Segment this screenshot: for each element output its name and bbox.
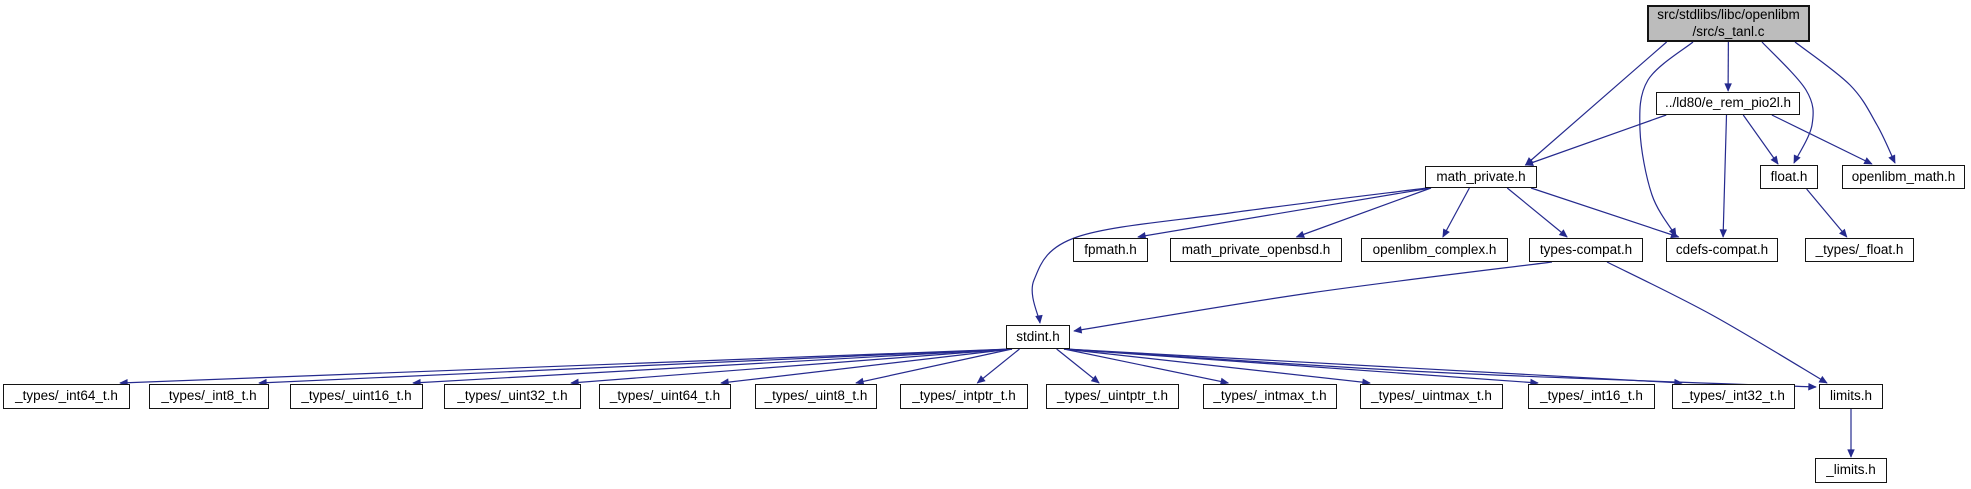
node-label: _types/_uint8_t.h — [764, 388, 868, 404]
node-int32[interactable]: _types/_int32_t.h — [1672, 384, 1795, 409]
node-label: _types/_int64_t.h — [15, 388, 118, 404]
edge-stdint-uintmax — [1063, 348, 1371, 386]
node-label: _types/_intmax_t.h — [1213, 388, 1327, 404]
edge-stdint-uint16 — [412, 348, 1013, 387]
node-label: _types/_int8_t.h — [161, 388, 257, 404]
edge-math_private-openlibm_complex — [1442, 187, 1470, 238]
edge-e_rem_pio2l-cdefs_compat — [1719, 114, 1728, 238]
edge-types_compat-stdint — [1073, 261, 1553, 334]
node-uint16[interactable]: _types/_uint16_t.h — [290, 384, 423, 409]
edge-e_rem_pio2l-math_private — [1524, 114, 1667, 166]
node-label: ../ld80/e_rem_pio2l.h — [1664, 95, 1792, 111]
node-uint32[interactable]: _types/_uint32_t.h — [444, 384, 581, 409]
node-label: float.h — [1770, 168, 1808, 184]
edge-stdint-intptr — [976, 348, 1020, 384]
edge-math_private-mp_openbsd — [1295, 187, 1432, 238]
node-uint8[interactable]: _types/_uint8_t.h — [755, 384, 877, 409]
node-s_tanl: src/stdlibs/libc/openlibm /src/s_tanl.c — [1647, 5, 1810, 42]
edge-e_rem_pio2l-openlibm_math — [1771, 114, 1873, 165]
node-label: _types/_int32_t.h — [1682, 388, 1785, 404]
node-label: _types/_uint64_t.h — [609, 388, 721, 404]
edge-float_h-types_float — [1806, 188, 1848, 238]
edge-e_rem_pio2l-float_h — [1742, 114, 1779, 165]
node-label: stdint.h — [1016, 328, 1060, 344]
node-openlibm_math[interactable]: openlibm_math.h — [1842, 165, 1965, 189]
node-uintmax[interactable]: _types/_uintmax_t.h — [1360, 384, 1503, 409]
node-openlibm_complex[interactable]: openlibm_complex.h — [1361, 238, 1508, 262]
node-label: math_private.h — [1436, 168, 1526, 184]
node-stdint[interactable]: stdint.h — [1006, 325, 1070, 349]
edge-s_tanl-openlibm_math — [1794, 41, 1896, 164]
edge-math_private-fpmath — [1137, 187, 1432, 240]
node-label: _types/_intptr_t.h — [912, 388, 1016, 404]
node-label: _types/_uint32_t.h — [457, 388, 568, 404]
node-label: cdefs-compat.h — [1675, 241, 1769, 257]
edge-s_tanl-math_private — [1524, 41, 1668, 166]
node-types_compat[interactable]: types-compat.h — [1529, 238, 1643, 262]
node-uint64[interactable]: _types/_uint64_t.h — [599, 384, 731, 409]
node-cdefs_compat[interactable]: cdefs-compat.h — [1666, 238, 1778, 262]
node-label: _types/_uintptr_t.h — [1056, 388, 1169, 404]
node-label: _types/_uintmax_t.h — [1371, 388, 1492, 404]
node-label: fpmath.h — [1084, 241, 1137, 257]
node-mp_openbsd[interactable]: math_private_openbsd.h — [1170, 238, 1342, 262]
node-intmax[interactable]: _types/_intmax_t.h — [1203, 384, 1337, 409]
node-fpmath[interactable]: fpmath.h — [1073, 238, 1148, 262]
node-label: math_private_openbsd.h — [1181, 241, 1331, 257]
edge-stdint-limits — [1065, 348, 1817, 391]
edge-math_private-stdint — [1031, 187, 1428, 324]
node-int8[interactable]: _types/_int8_t.h — [149, 384, 269, 409]
edge-stdint-int32 — [1063, 348, 1683, 387]
node-label: openlibm_math.h — [1851, 168, 1956, 184]
edge-stdint-int8 — [258, 348, 1013, 387]
node-intptr[interactable]: _types/_intptr_t.h — [900, 384, 1028, 409]
node-label: types-compat.h — [1539, 241, 1633, 257]
node-label: limits.h — [1829, 388, 1872, 404]
edge-s_tanl-cdefs_compat — [1639, 41, 1694, 237]
node-limits[interactable]: limits.h — [1819, 384, 1883, 409]
node-label: _types/_float.h — [1815, 241, 1904, 257]
node-int16[interactable]: _types/_int16_t.h — [1528, 384, 1655, 409]
edge-stdint-uint8 — [855, 348, 1013, 386]
node-int64[interactable]: _types/_int64_t.h — [3, 384, 130, 409]
node-float_h[interactable]: float.h — [1760, 165, 1818, 189]
node-label: _types/_int16_t.h — [1540, 388, 1643, 404]
edge-stdint-uintptr — [1056, 348, 1100, 384]
node-uintptr[interactable]: _types/_uintptr_t.h — [1046, 384, 1179, 409]
node-label: _types/_uint16_t.h — [301, 388, 412, 404]
edge-stdint-uint32 — [570, 348, 1013, 387]
node-label: _limits.h — [1826, 462, 1876, 478]
node-_limits[interactable]: _limits.h — [1815, 458, 1887, 483]
edge-math_private-cdefs_compat — [1530, 187, 1680, 239]
edge-types_compat-limits — [1606, 261, 1828, 384]
node-label: src/stdlibs/libc/openlibm /src/s_tanl.c — [1657, 7, 1800, 39]
node-e_rem_pio2l[interactable]: ../ld80/e_rem_pio2l.h — [1656, 92, 1800, 115]
edge-s_tanl-float_h — [1761, 41, 1814, 164]
edge-math_private-types_compat — [1506, 187, 1568, 238]
edge-stdint-int64 — [119, 348, 1013, 387]
edge-stdint-intmax — [1063, 348, 1230, 386]
edge-stdint-uint64 — [720, 348, 1013, 386]
node-types_float[interactable]: _types/_float.h — [1805, 238, 1914, 262]
node-math_private[interactable]: math_private.h — [1425, 166, 1537, 188]
node-label: openlibm_complex.h — [1372, 241, 1497, 257]
